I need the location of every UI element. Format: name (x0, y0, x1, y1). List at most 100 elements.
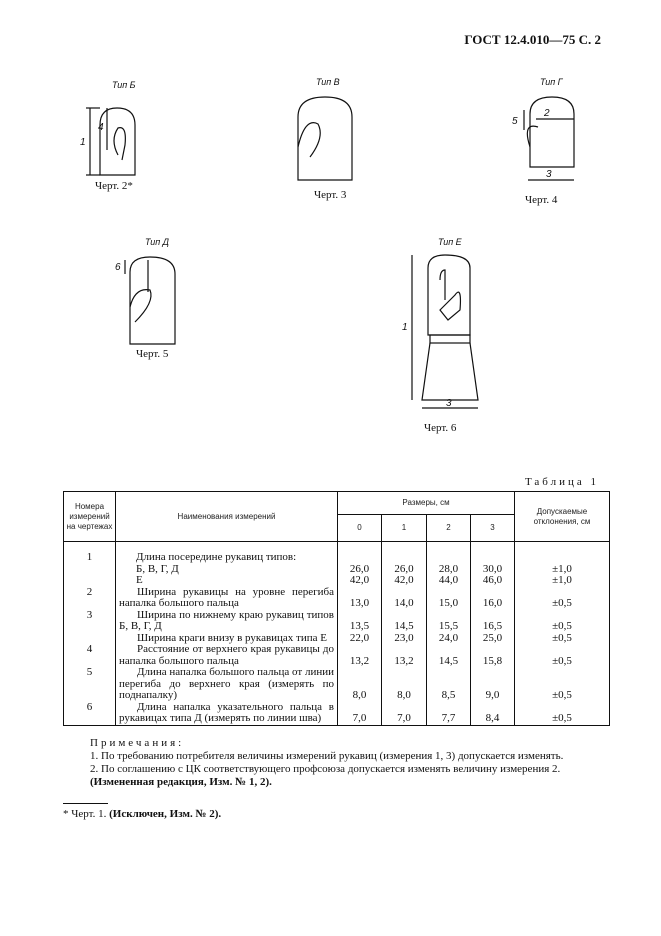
mitten-drawing-type-g: 5 2 3 (512, 96, 575, 181)
row-name: Ширина по нижнему краю рукавиц типов Б, … (115, 609, 338, 633)
note-item: 2. По соглашению с ЦК соответствующего п… (90, 763, 561, 775)
cell: 13,2 (337, 644, 382, 667)
cell: 15,8 (470, 644, 515, 667)
svg-text:1: 1 (402, 322, 408, 333)
notes: Примечания: 1. По требованию потребителя… (90, 737, 563, 789)
cell: 4 (63, 643, 116, 667)
svg-text:2: 2 (543, 108, 550, 119)
svg-text:3: 3 (546, 169, 552, 180)
figure-caption: Черт. 4 (525, 194, 558, 206)
cell: ±0,5 (514, 667, 610, 702)
cell: ±0,5 (514, 644, 610, 667)
page-header: ГОСТ 12.4.010—75 С. 2 (464, 32, 601, 47)
cell: 16,5 (470, 609, 515, 633)
col-header-sizes: Размеры, см (337, 491, 515, 515)
figure-type-label: Тип Г (540, 77, 563, 87)
col-header-name: Наименования измерений (115, 491, 338, 542)
footnote-text: * Черт. 1. (63, 808, 107, 820)
mitten-drawing-type-b: 14 (80, 107, 136, 176)
figure-caption: Черт. 6 (424, 422, 457, 434)
figure-caption: Черт. 5 (136, 348, 169, 360)
measurements-table: Номера измерений на чертежах Наименовани… (63, 491, 610, 726)
row-name: Расстояние от верхнего края рукавицы до … (115, 643, 338, 667)
cell: 8,4 (470, 701, 515, 726)
cell: 15,0 (426, 586, 471, 610)
row-name: Длина напалка большого пальца от линии п… (115, 666, 338, 702)
mitten-drawing-type-e: 13 (402, 254, 479, 409)
cell: 13,2 (381, 644, 427, 667)
cell: 26,0 (349, 562, 370, 575)
row-num: 1 (63, 541, 116, 587)
cell: ±1,0 (552, 574, 572, 586)
cell: ±0,5 (514, 701, 610, 726)
figure-type-label: Тип Б (112, 80, 136, 90)
row-name: Длина посередине рукавиц типов:Б, В, Г, … (115, 541, 338, 587)
svg-text:1: 1 (80, 137, 86, 148)
cell: ±0,5 (514, 632, 610, 644)
cell: ±0,5 (514, 586, 610, 610)
footnote: * Черт. 1. (Исключен, Изм. № 2). (63, 808, 221, 820)
cell: 42,0 (349, 574, 370, 586)
cell: 7,0 (337, 701, 382, 726)
svg-text:5: 5 (512, 116, 518, 127)
col-header-num: Номера измерений на чертежах (63, 491, 116, 542)
cell: 7,7 (426, 701, 471, 726)
figure-type-label: Тип В (316, 77, 340, 87)
figure-caption: Черт. 3 (314, 189, 347, 201)
cell: 24,0 (426, 632, 471, 644)
cell: ±1,0 (552, 562, 572, 575)
cell: 44,0 (438, 574, 459, 586)
cell: 14,5 (381, 609, 427, 633)
cell: 3 (63, 609, 116, 633)
cell: ±0,5 (514, 609, 610, 633)
note-item: 1. По требованию потребителя величины из… (90, 750, 564, 762)
row-sub-name: Е (136, 574, 143, 586)
cell: 25,0 (470, 632, 515, 644)
cell: 9,0 (470, 667, 515, 702)
cell: 6 (63, 701, 116, 726)
mitten-drawing-type-d: 6 (115, 256, 176, 345)
cell: 16,0 (470, 586, 515, 610)
cell: 26,0 (394, 562, 414, 575)
cell: 14,5 (426, 644, 471, 667)
footnote-bold: (Исключен, Изм. № 2). (109, 808, 222, 820)
cell: 8,5 (426, 667, 471, 702)
row-name-text: Длина посередине рукавиц типов: (136, 551, 297, 563)
cell: 23,0 (381, 632, 427, 644)
row-name: Длина напалка указательного пальца в рук… (115, 701, 338, 726)
col-header-size-2: 2 (426, 514, 471, 542)
cell: 14,0 (381, 586, 427, 610)
cell: 15,5 (426, 609, 471, 633)
figure-caption: Черт. 2* (95, 180, 133, 192)
cell: 42,0 (394, 574, 414, 586)
table-row: 1 Длина посередине рукавиц типов:Б, В, Г… (63, 541, 610, 587)
amendment-note: (Измененная редакция, Изм. № 1, 2). (90, 776, 272, 788)
table-title: Таблица 1 (524, 476, 599, 488)
footnote-divider (63, 803, 108, 804)
svg-text:4: 4 (98, 122, 104, 133)
cell: 8,0 (381, 667, 427, 702)
cell: 13,5 (337, 609, 382, 633)
svg-text:6: 6 (115, 262, 121, 273)
figure-type-label: Тип Е (438, 237, 462, 247)
cell: 13,0 (337, 586, 382, 610)
notes-title: Примечания: (90, 737, 185, 749)
cell: 5 (63, 666, 116, 702)
col-header-tolerance: Допускаемые отклонения, см (514, 491, 610, 542)
cell: 46,0 (482, 574, 503, 586)
cell: 2 (63, 586, 116, 610)
row-name: Ширина рукавицы на уровне перегиба напал… (115, 586, 338, 610)
figure-type-label: Тип Д (145, 237, 169, 247)
cell: 22,0 (337, 632, 382, 644)
svg-text:3: 3 (446, 398, 452, 409)
col-header-size-3: 3 (470, 514, 515, 542)
row-sub-name: Б, В, Г, Д (136, 562, 179, 575)
cell: 28,0 (438, 562, 459, 575)
cell: 7,0 (381, 701, 427, 726)
